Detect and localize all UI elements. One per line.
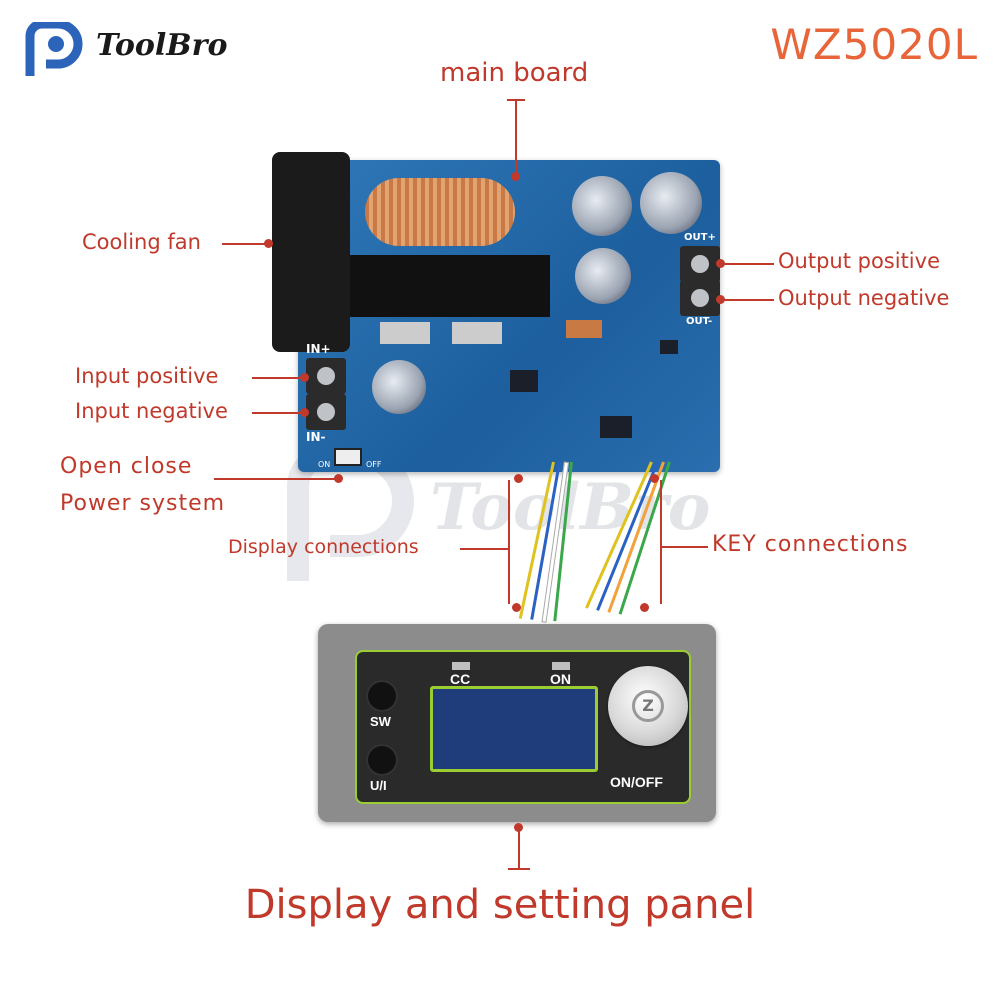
callout-open-close: Open close bbox=[60, 454, 193, 479]
output-positive-terminal bbox=[680, 246, 720, 282]
chip bbox=[452, 322, 502, 344]
input-positive-leader-dot bbox=[300, 373, 309, 382]
ui-label: U/I bbox=[370, 778, 387, 793]
capacitor bbox=[640, 172, 702, 234]
output-positive-leader-dot bbox=[716, 259, 725, 268]
display-connections-leader bbox=[508, 480, 510, 604]
callout-output-negative: Output negative bbox=[778, 286, 950, 310]
key-connections-dot-top bbox=[650, 474, 659, 483]
display-connections-leader bbox=[460, 548, 510, 550]
sw-label: SW bbox=[370, 714, 391, 729]
on-led-label: ON bbox=[550, 671, 571, 687]
output-negative-terminal bbox=[680, 280, 720, 316]
capacitor bbox=[372, 360, 426, 414]
callout-input-negative: Input negative bbox=[75, 399, 228, 423]
chip bbox=[380, 322, 430, 344]
cc-label: CC bbox=[450, 671, 471, 687]
panel-leader bbox=[518, 830, 520, 870]
cooling-fan-leader-dot bbox=[264, 239, 273, 248]
board-mark-out-minus: OUT- bbox=[686, 316, 713, 327]
cc-led bbox=[452, 662, 470, 670]
input-negative-leader-dot bbox=[300, 408, 309, 417]
callout-output-positive: Output positive bbox=[778, 249, 940, 273]
output-negative-leader bbox=[722, 299, 774, 301]
callout-cooling-fan: Cooling fan bbox=[82, 230, 201, 254]
brand-name: ToolBro bbox=[96, 28, 228, 63]
ui-button[interactable] bbox=[366, 744, 398, 776]
input-positive-leader bbox=[252, 377, 304, 379]
callout-power-system: Power system bbox=[60, 491, 226, 516]
output-positive-leader bbox=[722, 263, 774, 265]
panel-leader bbox=[508, 868, 530, 870]
chip bbox=[566, 320, 602, 338]
chip bbox=[510, 370, 538, 392]
switch-mark-on: ON bbox=[318, 460, 331, 469]
model-number: WZ5020L bbox=[770, 20, 978, 69]
lcd-screen bbox=[430, 686, 598, 772]
key-connections-leader bbox=[660, 480, 662, 604]
sw-button[interactable] bbox=[366, 680, 398, 712]
input-negative-terminal bbox=[306, 394, 346, 430]
key-connections-leader bbox=[662, 546, 708, 548]
input-positive-terminal bbox=[306, 358, 346, 394]
callout-display-connections: Display connections bbox=[228, 536, 419, 558]
board-mark-out-plus: OUT+ bbox=[684, 232, 716, 243]
chip bbox=[600, 416, 632, 438]
open-close-leader-dot bbox=[334, 474, 343, 483]
callout-main-board: main board bbox=[440, 58, 589, 88]
input-negative-leader bbox=[252, 412, 304, 414]
display-connections-dot-top bbox=[514, 474, 523, 483]
panel-leader-dot bbox=[514, 823, 523, 832]
knob-symbol-icon: Z bbox=[632, 690, 664, 722]
main-board-leader-dot bbox=[511, 172, 520, 181]
chip bbox=[660, 340, 678, 354]
inductor-coil bbox=[365, 178, 515, 246]
switch-mark-off: OFF bbox=[366, 460, 382, 469]
capacitor bbox=[572, 176, 632, 236]
key-connections-dot-bottom bbox=[640, 603, 649, 612]
on-led bbox=[552, 662, 570, 670]
callout-key-connections: KEY connections bbox=[712, 532, 909, 557]
main-board-leader bbox=[515, 99, 517, 177]
board-mark-in-plus: IN+ bbox=[306, 342, 331, 356]
page-title: Display and setting panel bbox=[244, 882, 756, 928]
onoff-label: ON/OFF bbox=[610, 774, 663, 790]
power-switch[interactable] bbox=[334, 448, 362, 466]
heatsink bbox=[330, 255, 550, 317]
open-close-leader bbox=[214, 478, 338, 480]
capacitor bbox=[575, 248, 631, 304]
display-connections-dot-bottom bbox=[512, 603, 521, 612]
brand-logo-icon bbox=[25, 22, 83, 76]
output-negative-leader-dot bbox=[716, 295, 725, 304]
board-mark-in-minus: IN- bbox=[306, 430, 326, 444]
cooling-fan-leader bbox=[222, 243, 268, 245]
cooling-fan bbox=[272, 152, 350, 352]
callout-input-positive: Input positive bbox=[75, 364, 219, 388]
